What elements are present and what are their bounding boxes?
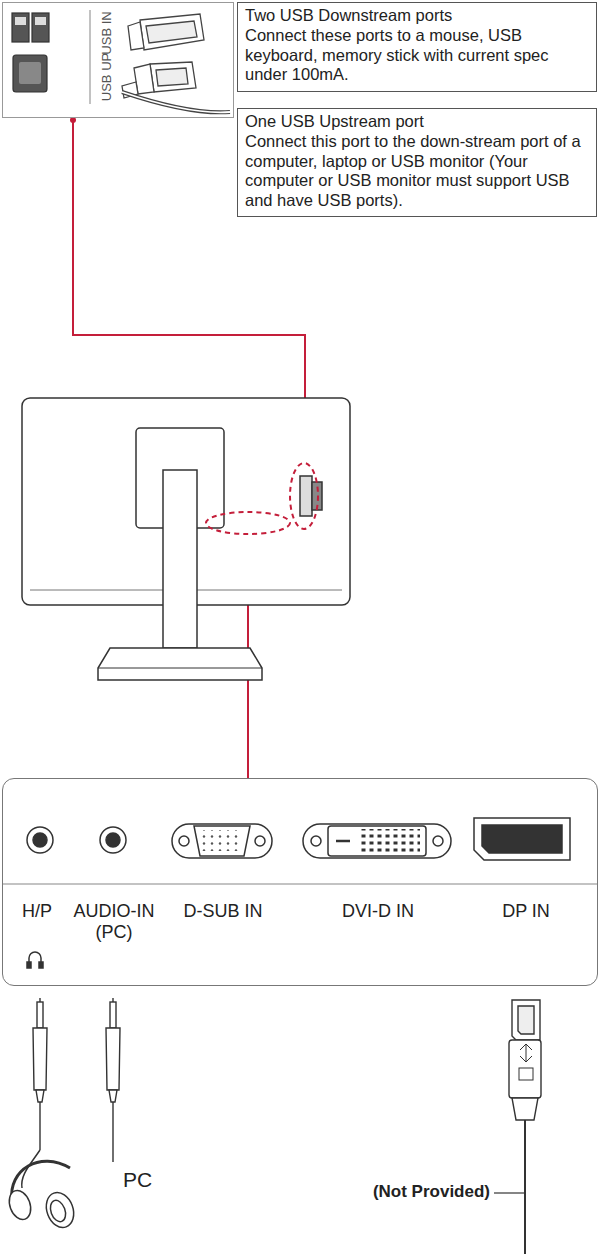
usb-port-group: [12, 10, 90, 104]
monitor-back: [22, 398, 350, 680]
usb-a-plug: [128, 14, 204, 50]
displayport-plug: [509, 1000, 541, 1254]
divider: [89, 10, 90, 104]
usb-a-port: [12, 13, 29, 42]
callout-box: One USB Upstream portConnect this port t…: [237, 108, 597, 217]
callout-body: Connect this port to the down-stream por…: [245, 132, 590, 211]
port-label: AUDIO-IN (PC): [68, 901, 160, 942]
highlight-ellipse: [206, 463, 318, 534]
callout-heading: Two USB Downstream ports: [245, 6, 590, 26]
audio-plug: [106, 998, 120, 1162]
port-label: DVI-D IN: [342, 901, 414, 922]
audio-jack: [100, 827, 126, 853]
callout-body: Connect these ports to a mouse, USB keyb…: [245, 26, 590, 85]
port-label: D-SUB IN: [183, 901, 262, 922]
callout-box: Two USB Downstream portsConnect these po…: [237, 2, 597, 92]
usb-b-port: [13, 55, 47, 92]
headphone-symbol: [27, 952, 43, 968]
dvi-port: [303, 824, 451, 858]
port-panel: USB INUSB UP: [2, 2, 234, 118]
port-row: [2, 818, 598, 884]
displayport-port: [474, 818, 570, 860]
d-sub-port: [172, 824, 272, 858]
usb-b-plug: [122, 62, 230, 112]
port-label: USB IN: [99, 11, 114, 54]
callout-heading: One USB Upstream port: [245, 112, 590, 132]
leader-line: [494, 1192, 524, 1193]
port-label: H/P: [22, 901, 52, 922]
device-label: PC: [123, 1168, 152, 1192]
usb-a-port: [32, 13, 49, 42]
note-label: (Not Provided): [373, 1182, 490, 1202]
divider: [2, 883, 598, 884]
port-label: USB UP: [99, 53, 114, 101]
headphones: [5, 1150, 78, 1231]
headphone-jack: [27, 827, 53, 853]
port-label: DP IN: [502, 901, 550, 922]
port-panel: H/P AUDIO-IN (PC) D-SUB IN DVI-D IN DP IN: [2, 778, 598, 986]
headphone-plug: [33, 998, 47, 1150]
